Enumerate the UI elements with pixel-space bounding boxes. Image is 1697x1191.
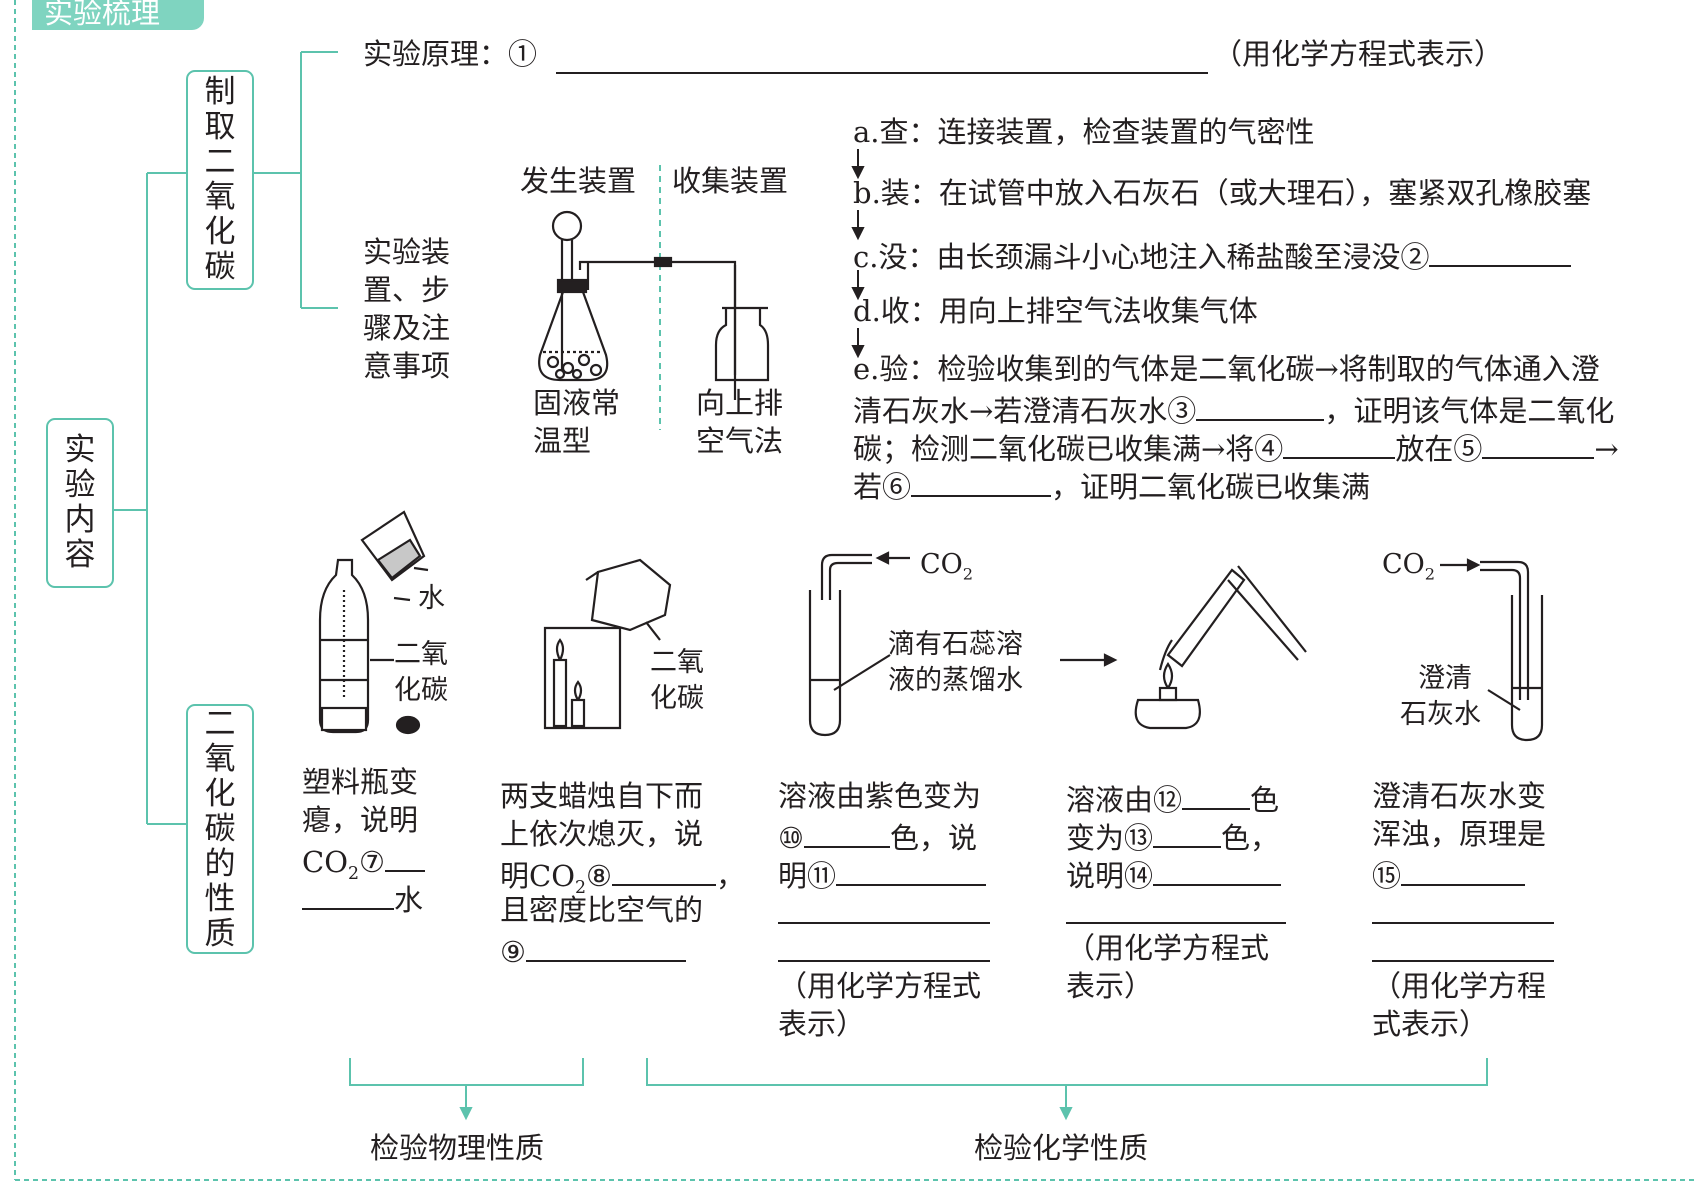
generation-type-1: 固液常 [533,386,621,420]
label-litmus-2: 液的蒸馏水 [888,665,1023,696]
obs3-line7: 表示） [778,1007,866,1041]
group-physical: 检验物理性质 [370,1131,545,1165]
label-co2-beaker-2: 化碳 [650,683,704,714]
obs2-line5: ⑨ [500,930,686,971]
step-b: b.装：在试管中放入石灰石（或大理石），塞紧双孔橡胶塞 [853,176,1592,210]
label-co2-limewater: CO2 [1382,549,1436,584]
generation-apparatus [538,210,737,400]
label-co2-bottle-1: 二氧 [394,639,448,670]
step-e-line4: 若⑥，证明二氧化碳已收集满 [853,465,1370,506]
obs1-line1: 塑料瓶变 [302,765,419,799]
label-co2-bottle-2: 化碳 [394,675,448,706]
label-co2-beaker-1: 二氧 [650,647,704,678]
box-co2-properties: 二氧化碳的性质 [186,704,254,954]
obs1-line4: 水 [302,878,423,919]
label-limewater-1: 澄清 [1418,663,1472,694]
apparatus-label-1: 实验装 [363,235,451,269]
obs2-line4: 且密度比空气的 [500,893,704,927]
obs3-line4 [778,892,990,933]
step-d: d.收：用向上排空气法收集气体 [853,294,1258,328]
obs5-line2: 浑浊，原理是 [1372,817,1547,851]
generation-type-2: 温型 [533,424,592,458]
principle-suffix: （用化学方程式表示） [1213,37,1504,71]
obs4-line6: 表示） [1066,969,1154,1003]
obs2-line2: 上依次熄灭，说 [500,817,704,851]
obs1-line2: 瘪，说明 [302,803,419,837]
obs2-line3: 明CO2⑧， [500,854,745,907]
obs3-line1: 溶液由紫色变为 [778,779,982,813]
step-e-line1: e.验：检验收集到的气体是二氧化碳→将制取的气体通入澄 [853,352,1600,386]
obs5-line1: 澄清石灰水变 [1372,779,1547,813]
limewater-tube [1440,558,1544,742]
section-title: 实验梳理 [32,0,204,30]
collection-bottle [714,265,770,382]
group-chemical: 检验化学性质 [974,1131,1149,1165]
litmus-tube [808,551,1118,737]
box-experiment-content: 实验内容 [46,418,114,588]
label-litmus-1: 滴有石蕊溶 [888,629,1023,660]
obs2-line1: 两支蜡烛自下而 [500,779,704,813]
obs5-line3: ⑮ [1372,854,1526,895]
obs4-line3: 说明⑭ [1066,854,1282,895]
obs3-line3: 明⑪ [778,854,987,895]
label-co2-litmus: CO2 [920,549,974,584]
label-limewater-2: 石灰水 [1400,699,1481,730]
obs1-line3: CO2⑦ [302,840,426,893]
obs3-line6: （用化学方程式 [778,969,982,1003]
apparatus-label-4: 意事项 [363,349,451,383]
label-water: 水 [418,583,445,614]
step-a: a.查：连接装置，检查装置的气密性 [853,115,1315,149]
obs4-line4 [1066,892,1286,933]
step-arrows [851,149,865,359]
collection-type-2: 空气法 [696,424,784,458]
tree-connectors [112,51,338,825]
step-c: c.没：由长颈漏斗小心地注入稀盐酸至浸没② [853,235,1572,276]
obs5-line7: 式表示） [1372,1007,1489,1041]
candle-figure [543,558,672,730]
apparatus-label-2: 置、步 [363,273,451,307]
step-e-line2: 清石灰水→若澄清石灰水③，证明该气体是二氧化 [853,389,1614,430]
group-brackets [349,1058,1488,1121]
box-prep-co2: 制取二氧化碳 [186,70,254,290]
principle-label: 实验原理：① [363,37,538,71]
generation-title: 发生装置 [520,164,637,198]
collection-title: 收集装置 [672,164,789,198]
heating-figure [1134,565,1307,730]
obs5-line4 [1372,892,1554,933]
collection-type-1: 向上排 [696,386,784,420]
obs5-line6: （用化学方程 [1372,969,1547,1003]
bottle-figure [318,510,429,735]
obs4-line5: （用化学方程式 [1066,931,1270,965]
obs5-line5 [1372,930,1554,971]
apparatus-label-3: 骤及注 [363,311,451,345]
obs3-line5 [778,930,990,971]
